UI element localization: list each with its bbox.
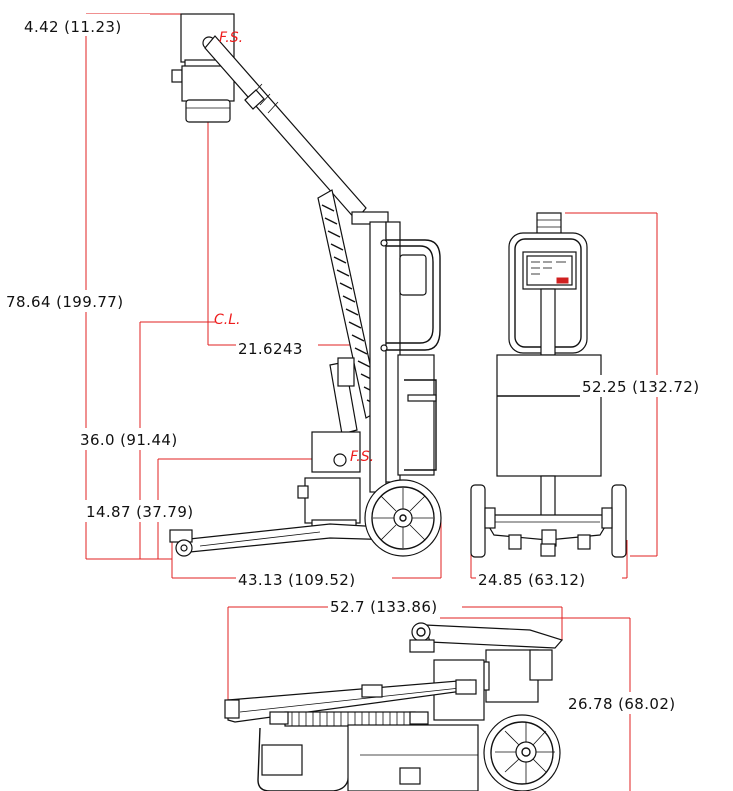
dim-52-7-label: 52.7 (133.86) — [330, 598, 438, 616]
dim-24-85-label: 24.85 (63.12) — [478, 571, 586, 589]
folded-side-view — [224, 622, 564, 791]
side-view-upright — [169, 13, 442, 557]
dim-14-87-label: 14.87 (37.79) — [86, 503, 194, 521]
dim-52-25-label: 52.25 (132.72) — [582, 378, 700, 396]
dim-43-13-label: 43.13 (109.52) — [238, 571, 356, 589]
reference-markers: F.S. C.L. F.S. — [214, 30, 374, 465]
dimension-labels: 4.42 (11.23) 78.64 (199.77) 36.0 (91.44)… — [4, 14, 730, 714]
dimension-lines — [85, 13, 658, 791]
focal-spot-marker-mid: F.S. — [350, 449, 374, 465]
dim-26-78-label: 26.78 (68.02) — [568, 695, 676, 713]
dim-78-64-label: 78.64 (199.77) — [6, 293, 124, 311]
center-line-marker: C.L. — [214, 312, 240, 328]
dim-4-42-label: 4.42 (11.23) — [24, 18, 122, 36]
dim-21-62-label: 21.6243 — [238, 340, 303, 358]
focal-spot-marker-top: F.S. — [219, 30, 243, 46]
dim-36-0-label: 36.0 (91.44) — [80, 431, 178, 449]
front-view — [470, 212, 627, 558]
